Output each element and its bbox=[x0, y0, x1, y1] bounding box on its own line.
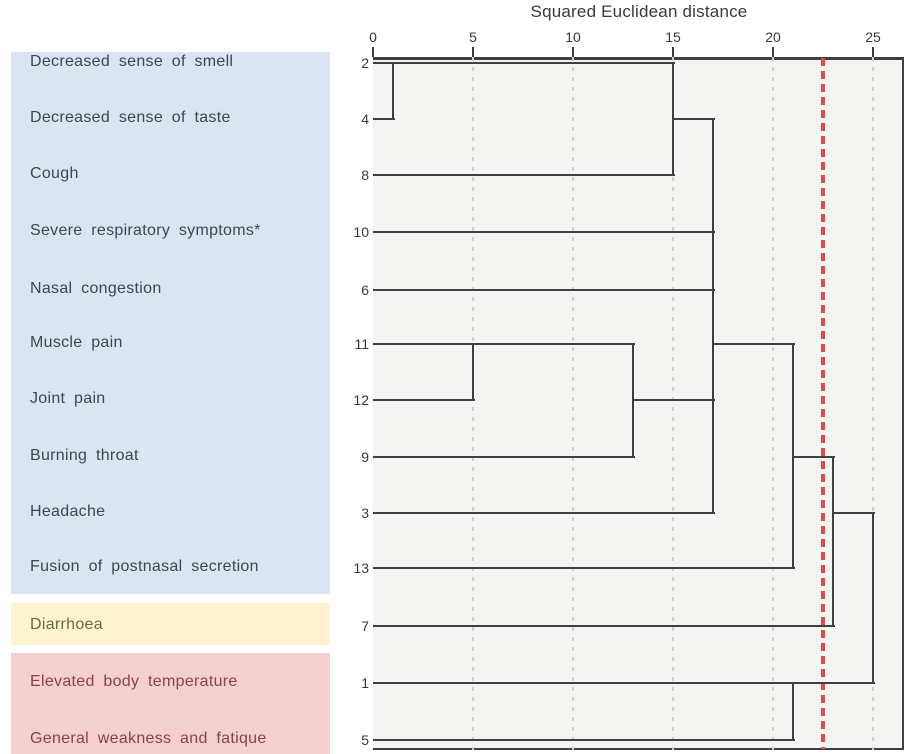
label-block-upper bbox=[11, 52, 330, 594]
axis-tick-mark bbox=[672, 47, 674, 57]
axis-tick-mark bbox=[872, 47, 874, 57]
dendrogram-h-segment bbox=[373, 231, 715, 233]
leaf-label: Cough bbox=[30, 165, 79, 182]
dendrogram-h-segment bbox=[373, 174, 675, 176]
plot-area bbox=[373, 57, 904, 750]
dendrogram-v-segment bbox=[472, 343, 474, 401]
case-number: 9 bbox=[361, 449, 369, 465]
dendrogram-v-segment bbox=[712, 118, 714, 514]
dendrogram-h-segment bbox=[373, 567, 795, 569]
dendrogram-v-segment bbox=[872, 512, 874, 684]
dendrogram-h-segment bbox=[373, 739, 795, 741]
leaf-label: Fusion of postnasal secretion bbox=[30, 558, 259, 575]
leaf-label: Elevated body temperature bbox=[30, 673, 238, 690]
gridline bbox=[872, 57, 874, 750]
axis-tick-label: 0 bbox=[369, 29, 377, 45]
dendrogram-h-segment bbox=[713, 343, 795, 345]
case-number: 1 bbox=[361, 675, 369, 691]
axis-tick-mark bbox=[772, 47, 774, 57]
case-number: 5 bbox=[361, 732, 369, 748]
leaf-label: Joint pain bbox=[30, 390, 106, 407]
axis-tick-mark bbox=[472, 47, 474, 57]
gridline bbox=[672, 57, 674, 750]
leaf-label: Diarrhoea bbox=[30, 616, 103, 633]
leaf-label: Severe respiratory symptoms* bbox=[30, 222, 261, 239]
dendrogram-h-segment bbox=[373, 289, 715, 291]
dendrogram-h-segment bbox=[373, 399, 475, 401]
label-block-middle bbox=[11, 603, 330, 645]
case-number: 4 bbox=[361, 111, 369, 127]
case-number: 8 bbox=[361, 167, 369, 183]
leaf-label: Muscle pain bbox=[30, 334, 123, 351]
axis-tick-label: 5 bbox=[469, 29, 477, 45]
case-number: 2 bbox=[361, 55, 369, 71]
axis-tick-label: 20 bbox=[765, 29, 781, 45]
dendrogram-h-segment bbox=[633, 399, 715, 401]
case-number: 12 bbox=[353, 392, 369, 408]
case-number: 3 bbox=[361, 505, 369, 521]
gridline bbox=[772, 57, 774, 750]
case-number: 11 bbox=[354, 336, 369, 352]
dendrogram-h-segment bbox=[373, 118, 395, 120]
axis-title: Squared Euclidean distance bbox=[530, 2, 748, 21]
leaf-label: Nasal congestion bbox=[30, 280, 162, 297]
axis-tick-mark bbox=[372, 47, 374, 57]
case-number: 13 bbox=[353, 560, 369, 576]
cutoff-line bbox=[821, 58, 825, 749]
dendrogram-h-segment bbox=[373, 62, 675, 64]
dendrogram-h-segment bbox=[833, 512, 875, 514]
gridline bbox=[572, 57, 574, 750]
leaf-label: Burning throat bbox=[30, 447, 139, 464]
gridline bbox=[472, 57, 474, 750]
case-number: 6 bbox=[361, 282, 369, 298]
case-number: 7 bbox=[361, 618, 369, 634]
leaf-label: General weakness and fatique bbox=[30, 730, 267, 747]
dendrogram-v-segment bbox=[672, 62, 674, 176]
dendrogram-h-segment bbox=[373, 512, 715, 514]
dendrogram-h-segment bbox=[373, 682, 875, 684]
dendrogram-v-segment bbox=[632, 343, 634, 458]
dendrogram-h-segment bbox=[673, 118, 715, 120]
dendrogram-v-segment bbox=[792, 343, 794, 569]
leaf-label: Headache bbox=[30, 503, 106, 520]
axis-tick-label: 15 bbox=[665, 29, 681, 45]
leaf-label: Decreased sense of taste bbox=[30, 109, 231, 126]
dendrogram-v-segment bbox=[832, 456, 834, 627]
axis-tick-mark bbox=[572, 47, 574, 57]
case-number: 10 bbox=[353, 224, 369, 240]
dendrogram-h-segment bbox=[373, 625, 835, 627]
axis-tick-label: 25 bbox=[865, 29, 881, 45]
axis-tick-label: 10 bbox=[565, 29, 581, 45]
dendrogram-h-segment bbox=[793, 456, 835, 458]
label-block-lower bbox=[11, 653, 330, 754]
dendrogram-h-segment bbox=[373, 343, 635, 345]
leaf-label: Decreased sense of smell bbox=[30, 53, 234, 70]
dendrogram-v-segment bbox=[392, 62, 394, 120]
dendrogram-h-segment bbox=[373, 456, 635, 458]
dendrogram-v-segment bbox=[792, 682, 794, 741]
